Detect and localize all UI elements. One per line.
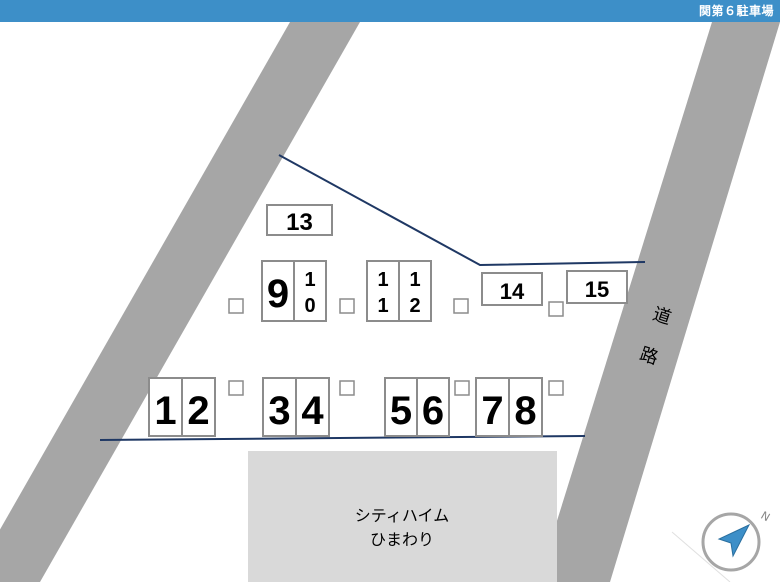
compass-icon: N bbox=[671, 509, 773, 582]
building-name-line1: シティハイム bbox=[355, 506, 449, 525]
parking-space-15 bbox=[566, 270, 628, 304]
marker-square bbox=[228, 298, 244, 314]
page-title: 関第６駐車場 bbox=[698, 4, 774, 18]
parking-space-3 bbox=[262, 377, 297, 437]
parking-space-2 bbox=[181, 377, 216, 437]
space-number-2: 2 bbox=[187, 389, 209, 433]
marker-square bbox=[548, 301, 564, 317]
space-number-5: 5 bbox=[390, 389, 412, 433]
space-number-7: 7 bbox=[481, 389, 503, 433]
parking-space-8 bbox=[508, 377, 543, 437]
parking-space-6 bbox=[416, 377, 450, 437]
parking-space-14 bbox=[481, 272, 543, 306]
parking-space-10 bbox=[293, 260, 327, 322]
space-number-14: 14 bbox=[500, 279, 525, 304]
left-road bbox=[0, 22, 360, 582]
road-label-char-2: 路 bbox=[637, 344, 661, 370]
compass-north-label: N bbox=[759, 509, 773, 524]
space-number-12-digit-1: 1 bbox=[409, 269, 420, 291]
space-number-10-digit-1: 1 bbox=[304, 269, 315, 291]
right-road bbox=[538, 22, 780, 582]
space-number-8: 8 bbox=[514, 389, 536, 433]
road-label-char-1: 道 bbox=[650, 304, 674, 330]
building bbox=[248, 451, 557, 582]
parking-space-1 bbox=[148, 377, 183, 437]
parking-space-4 bbox=[295, 377, 330, 437]
header-bar: 関第６駐車場 bbox=[0, 0, 780, 22]
parking-space-11 bbox=[366, 260, 400, 322]
space-number-1: 1 bbox=[154, 389, 176, 433]
space-number-9: 9 bbox=[267, 272, 289, 316]
marker-square bbox=[339, 298, 355, 314]
lot-boundary-upper bbox=[278, 154, 646, 267]
space-number-6: 6 bbox=[422, 389, 444, 433]
space-number-15: 15 bbox=[585, 277, 609, 302]
parking-space-9 bbox=[261, 260, 295, 322]
space-number-4: 4 bbox=[301, 389, 324, 433]
parking-space-12 bbox=[398, 260, 432, 322]
space-number-10-digit-2: 0 bbox=[304, 295, 315, 317]
marker-square bbox=[228, 380, 244, 396]
space-number-13: 13 bbox=[286, 209, 313, 236]
building-name-line2: ひまわり bbox=[370, 530, 434, 549]
space-number-11-digit-2: 1 bbox=[377, 295, 388, 317]
marker-square bbox=[548, 380, 564, 396]
marker-square bbox=[453, 298, 469, 314]
marker-square bbox=[454, 380, 470, 396]
marker-square bbox=[339, 380, 355, 396]
space-number-11-digit-1: 1 bbox=[377, 269, 388, 291]
space-number-12-digit-2: 2 bbox=[409, 295, 420, 317]
space-number-3: 3 bbox=[268, 389, 290, 433]
parking-space-13 bbox=[266, 204, 333, 236]
